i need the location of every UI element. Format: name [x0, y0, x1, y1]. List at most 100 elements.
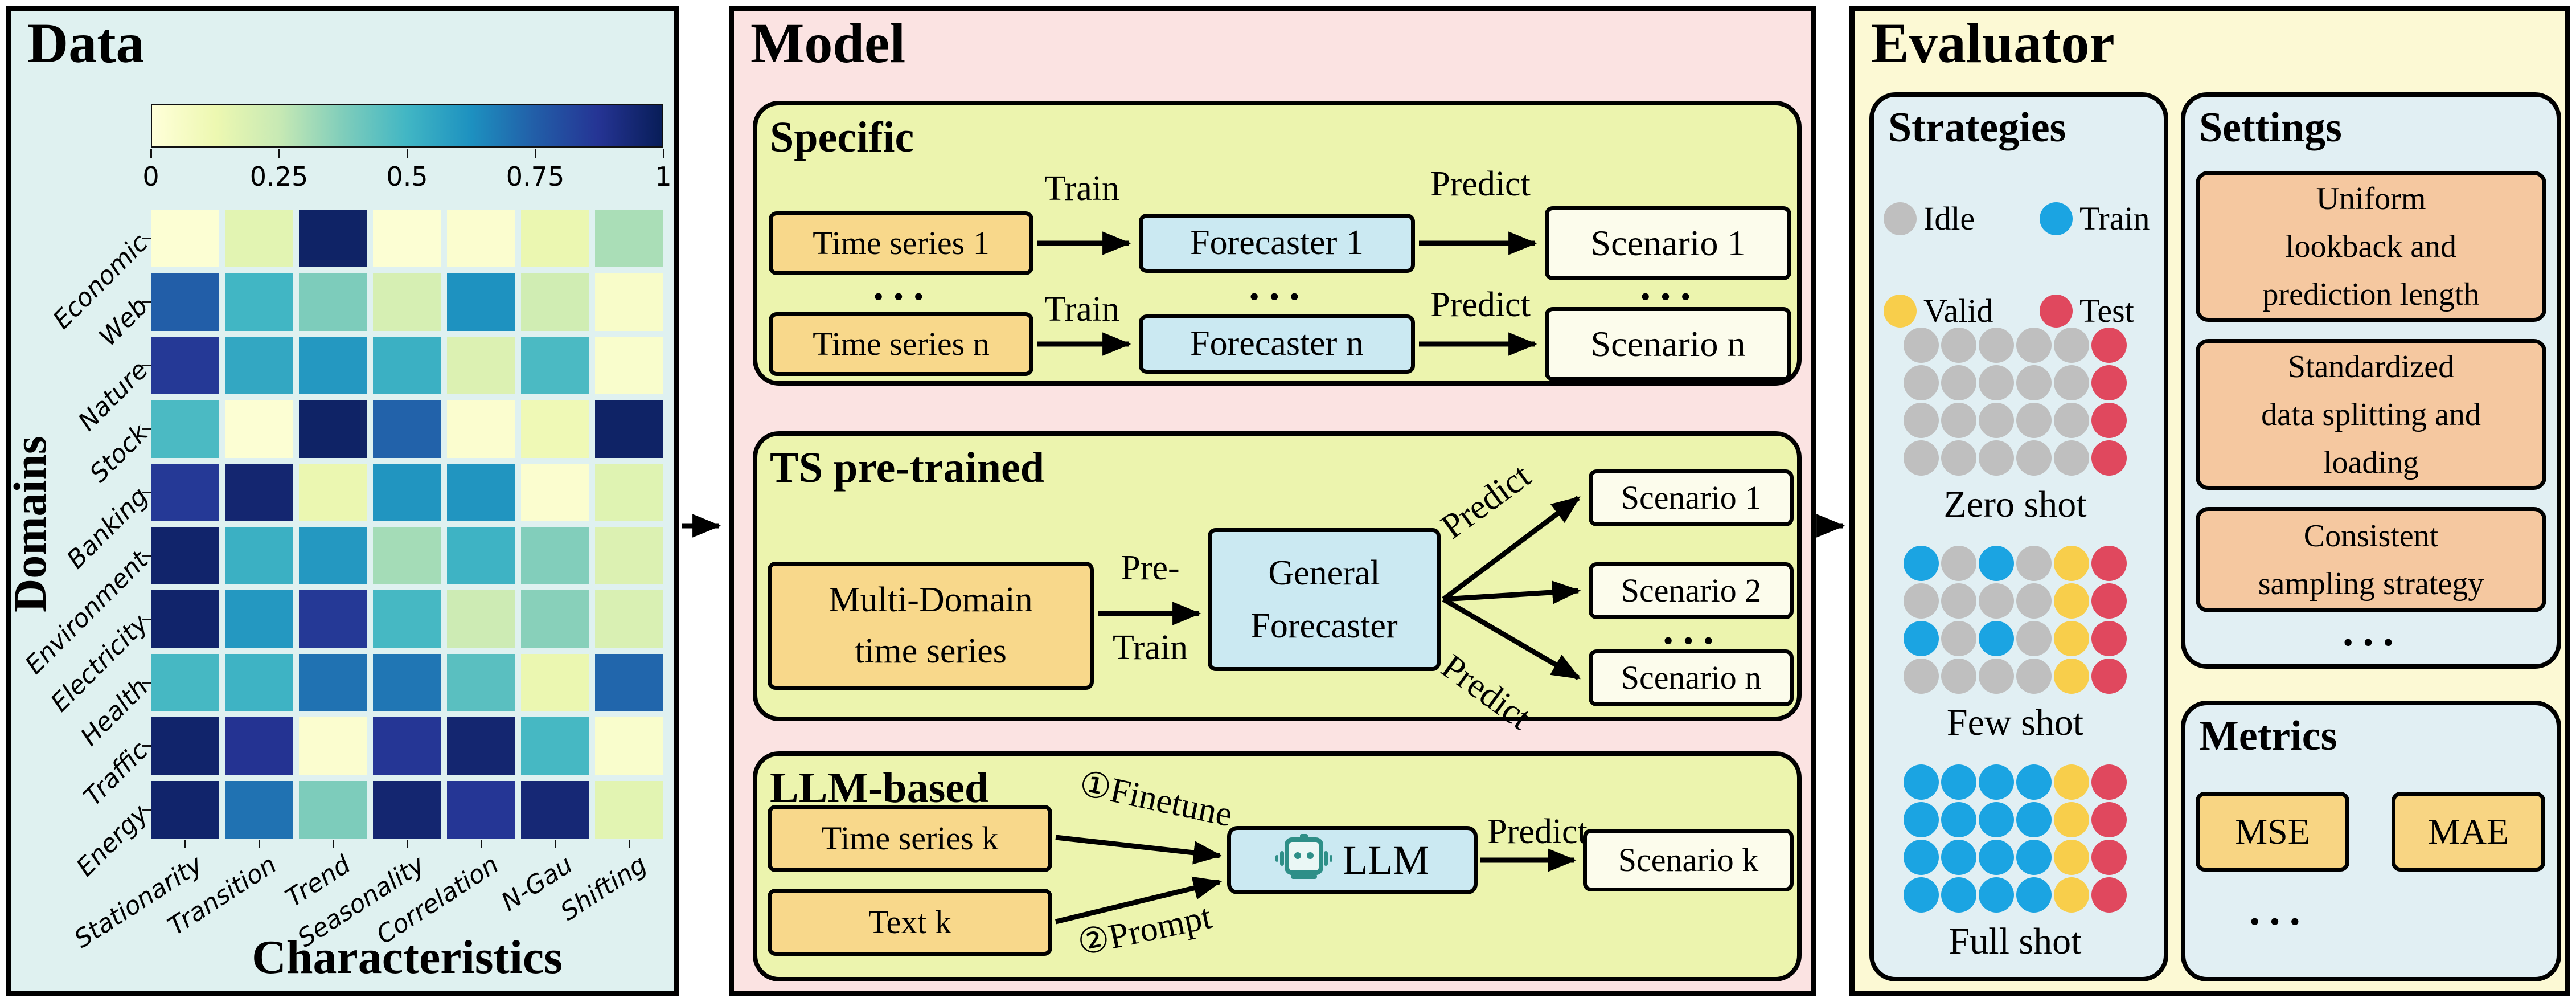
dot-grid-zero-shot — [1904, 328, 2127, 476]
heatmap-cell-Traffic-Trend — [299, 717, 367, 775]
legend-dot-train — [2040, 202, 2073, 235]
heatmap-row-tick-Energy — [142, 808, 151, 811]
heatmap-cell-Web-Correlation — [447, 273, 515, 331]
dot-train — [2016, 840, 2052, 875]
legend-dot-test — [2040, 294, 2073, 328]
heatmap-cell-Environment-Trend — [299, 527, 367, 585]
ts-pretrained-title: TS pre-trained — [770, 444, 1045, 492]
heatmap-col-tick-Trend — [332, 840, 334, 848]
dot-idle — [1979, 440, 2014, 476]
dot-idle — [1979, 328, 2014, 363]
dot-idle — [1904, 328, 1939, 363]
heatmap-cell-Energy-Trend — [299, 780, 367, 839]
colorbar-tick-0.75 — [534, 149, 536, 158]
heatmap-cell-Environment-Correlation — [447, 527, 515, 585]
heatmap-cell-Banking-Shifting — [595, 463, 663, 521]
predict-label-1: Predict — [1430, 165, 1531, 203]
multi-domain-label: Multi-Domain time series — [828, 580, 1033, 670]
heatmap — [151, 210, 663, 839]
llm-based-title: LLM-based — [770, 764, 989, 812]
heatmap-cell-Banking-Transition — [225, 463, 293, 521]
legend-item-idle: Idle — [1884, 199, 1975, 238]
heatmap-cell-Traffic-N-Gau — [521, 717, 589, 775]
heatmap-cell-Environment-Seasonality — [373, 527, 441, 585]
scenario-k-box: Scenario k — [1583, 829, 1794, 891]
forecaster-1-box: Forecaster 1 — [1139, 214, 1415, 273]
heatmap-cell-Stock-Correlation — [447, 400, 515, 458]
multi-domain-box: Multi-Domain time series — [768, 562, 1094, 690]
text-k-label: Text k — [868, 903, 951, 940]
ts-scenario-n-box: Scenario n — [1589, 649, 1794, 706]
heatmap-row-tick-Health — [142, 682, 151, 684]
setting-item-uniform: Uniform lookback and prediction length — [2196, 171, 2546, 322]
dot-train — [1941, 802, 1976, 837]
legend-item-valid: Valid — [1884, 292, 1993, 330]
dot-valid — [2054, 764, 2089, 800]
dot-train — [1904, 546, 1939, 581]
dot-valid — [2054, 546, 2089, 581]
dot-train — [1979, 546, 2014, 581]
heatmap-cell-Stock-Transition — [225, 400, 293, 458]
dot-train — [1904, 840, 1939, 875]
dot-valid — [2054, 621, 2089, 656]
heatmap-row-tick-Banking — [142, 491, 151, 493]
heatmap-cell-Energy-Correlation — [447, 780, 515, 839]
robot-icon — [1275, 832, 1332, 889]
heatmap-cell-Web-Trend — [299, 273, 367, 331]
heatmap-cell-Stock-Trend — [299, 400, 367, 458]
heatmap-row-tick-Traffic — [142, 745, 151, 747]
colorbar-tick-label-0.5: 0.5 — [386, 161, 428, 192]
heatmap-col-tick-Seasonality — [406, 840, 408, 848]
heatmap-y-axis-label: Domains — [4, 436, 56, 612]
time-series-k-box: Time series k — [768, 805, 1052, 872]
predict-label-n: Predict — [1430, 285, 1531, 324]
heatmap-cell-Stock-Seasonality — [373, 400, 441, 458]
forecaster-1-label: Forecaster 1 — [1190, 223, 1364, 263]
heatmap-cell-Nature-N-Gau — [521, 336, 589, 395]
settings-title: Settings — [2199, 104, 2342, 151]
colorbar-tick-0 — [150, 149, 152, 158]
dot-idle — [2054, 403, 2089, 438]
legend-dot-idle — [1884, 202, 1917, 235]
general-forecaster-label: General Forecaster — [1250, 553, 1398, 645]
heatmap-cell-Electricity-Stationarity — [151, 590, 219, 648]
legend-item-train: Train — [2040, 199, 2150, 238]
model-panel-title: Model — [750, 11, 906, 75]
setting-item-splitting: Standardized data splitting and loading — [2196, 339, 2546, 490]
dot-test — [2091, 659, 2127, 694]
dot-test — [2091, 546, 2127, 581]
dot-idle — [1979, 403, 2014, 438]
heatmap-cell-Health-Correlation — [447, 653, 515, 712]
heatmap-row-tick-Environment — [142, 555, 151, 557]
time-series-k-label: Time series k — [821, 819, 999, 857]
dot-idle — [2016, 621, 2052, 656]
legend-dot-valid — [1884, 294, 1917, 328]
heatmap-cell-Economic-Seasonality — [373, 210, 441, 268]
dot-idle — [2016, 365, 2052, 400]
legend-item-test: Test — [2040, 292, 2134, 330]
colorbar-tick-0.25 — [278, 149, 280, 158]
grid-label-full-shot: Full shot — [1949, 921, 2082, 962]
heatmap-col-tick-Stationarity — [184, 840, 186, 848]
heatmap-cell-Energy-N-Gau — [521, 780, 589, 839]
llm-label: LLM — [1343, 837, 1429, 883]
colorbar-tick-label-0.25: 0.25 — [249, 161, 309, 192]
setting-item-sampling: Consistent sampling strategy — [2196, 507, 2546, 612]
legend-label-valid: Valid — [1923, 292, 1993, 329]
heatmap-cell-Web-Shifting — [595, 273, 663, 331]
dot-train — [1979, 802, 2014, 837]
data-panel-title: Data — [27, 11, 145, 75]
heatmap-cell-Stock-N-Gau — [521, 400, 589, 458]
heatmap-cell-Nature-Correlation — [447, 336, 515, 395]
heatmap-cell-Electricity-Correlation — [447, 590, 515, 648]
grid-label-zero-shot: Zero shot — [1943, 484, 2087, 525]
heatmap-cell-Nature-Transition — [225, 336, 293, 395]
forecaster-n-label: Forecaster n — [1190, 324, 1364, 363]
heatmap-cell-Economic-Shifting — [595, 210, 663, 268]
heatmap-col-tick-Correlation — [480, 840, 482, 848]
heatmap-cell-Nature-Trend — [299, 336, 367, 395]
dot-valid — [2054, 659, 2089, 694]
dot-idle — [2054, 440, 2089, 476]
llm-predict-label: Predict — [1487, 812, 1588, 851]
